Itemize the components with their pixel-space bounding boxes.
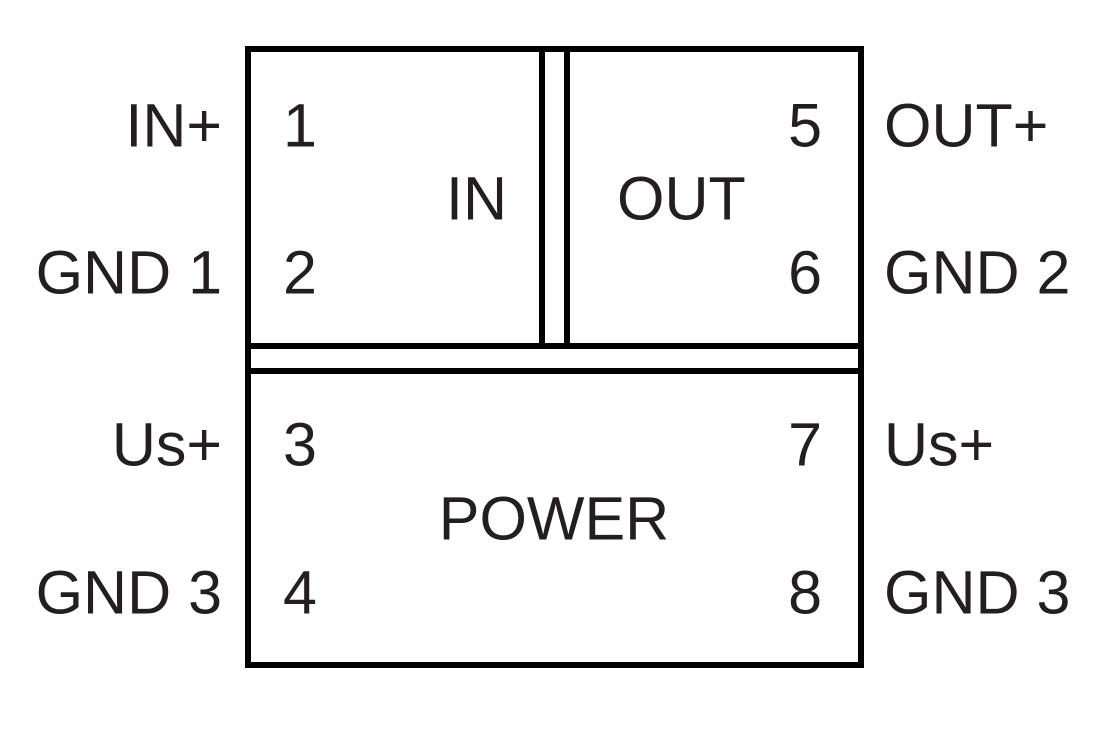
pin-7-number: 7 — [788, 410, 822, 479]
power-block — [251, 374, 858, 662]
module-outline — [245, 46, 864, 668]
in-block-label: IN — [446, 164, 507, 233]
pin-4-number: 4 — [283, 558, 317, 627]
power-block-label: POWER — [438, 484, 670, 553]
vertical-divider-left-line — [539, 52, 545, 349]
out-block — [570, 52, 858, 343]
pin-2-signal-label: GND 1 — [35, 238, 222, 307]
pin-5-number: 5 — [788, 91, 822, 160]
horizontal-divider-bottom-line — [251, 368, 858, 374]
pin-5-signal-label: OUT+ — [884, 91, 1049, 160]
horizontal-divider-top-line — [251, 343, 858, 349]
out-block-label: OUT — [617, 164, 746, 233]
pin-1-number: 1 — [283, 91, 317, 160]
pin-3-number: 3 — [283, 410, 317, 479]
pin-3-signal-label: Us+ — [111, 410, 222, 479]
pin-4-signal-label: GND 3 — [35, 558, 222, 627]
vertical-divider-right-line — [564, 52, 570, 349]
pin-8-signal-label: GND 3 — [884, 558, 1071, 627]
pin-6-number: 6 — [788, 238, 822, 307]
in-block — [251, 52, 539, 343]
pin-2-number: 2 — [283, 238, 317, 307]
pin-6-signal-label: GND 2 — [884, 238, 1071, 307]
pin-8-number: 8 — [788, 558, 822, 627]
pin-7-signal-label: Us+ — [884, 410, 995, 479]
module-interior — [251, 52, 858, 662]
pin-1-signal-label: IN+ — [125, 91, 222, 160]
